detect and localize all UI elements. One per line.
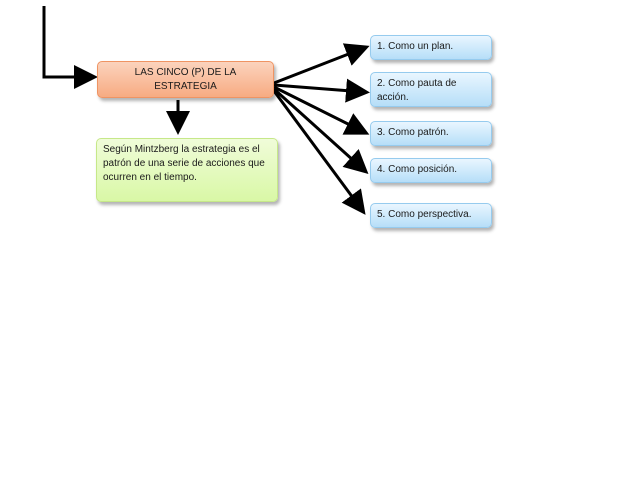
strategy-item-2-box: 2. Como pauta de acción. [370, 72, 492, 107]
strategy-item-3-box: 3. Como patrón. [370, 121, 492, 146]
main-to-item-1-arrow [273, 43, 370, 85]
main-to-item-4-arrow [272, 87, 369, 175]
main-strategy-label: LAS CINCO (P) DE LA ESTRATEGIA [134, 67, 237, 92]
main-strategy-box: LAS CINCO (P) DE LA ESTRATEGIA [97, 61, 274, 98]
strategy-item-3-label: 3. Como patrón. [377, 127, 449, 138]
strategy-item-5-box: 5. Como perspectiva. [370, 203, 492, 228]
mintzberg-note-text: Según Mintzberg la estrategia es el patr… [103, 144, 265, 183]
strategy-item-2-label: 2. Como pauta de acción. [377, 78, 457, 103]
main-to-item-5-arrow [272, 90, 366, 215]
entry-connector [42, 6, 98, 89]
main-to-item-3-arrow [273, 85, 370, 135]
strategy-item-1-label: 1. Como un plan. [377, 41, 454, 52]
strategy-item-5-label: 5. Como perspectiva. [377, 209, 472, 220]
strategy-item-1-box: 1. Como un plan. [370, 35, 492, 60]
strategy-item-4-label: 4. Como posición. [377, 164, 458, 175]
main-to-item-2-arrow [273, 78, 370, 103]
strategy-item-4-box: 4. Como posición. [370, 158, 492, 183]
mintzberg-note-box: Según Mintzberg la estrategia es el patr… [96, 138, 278, 202]
